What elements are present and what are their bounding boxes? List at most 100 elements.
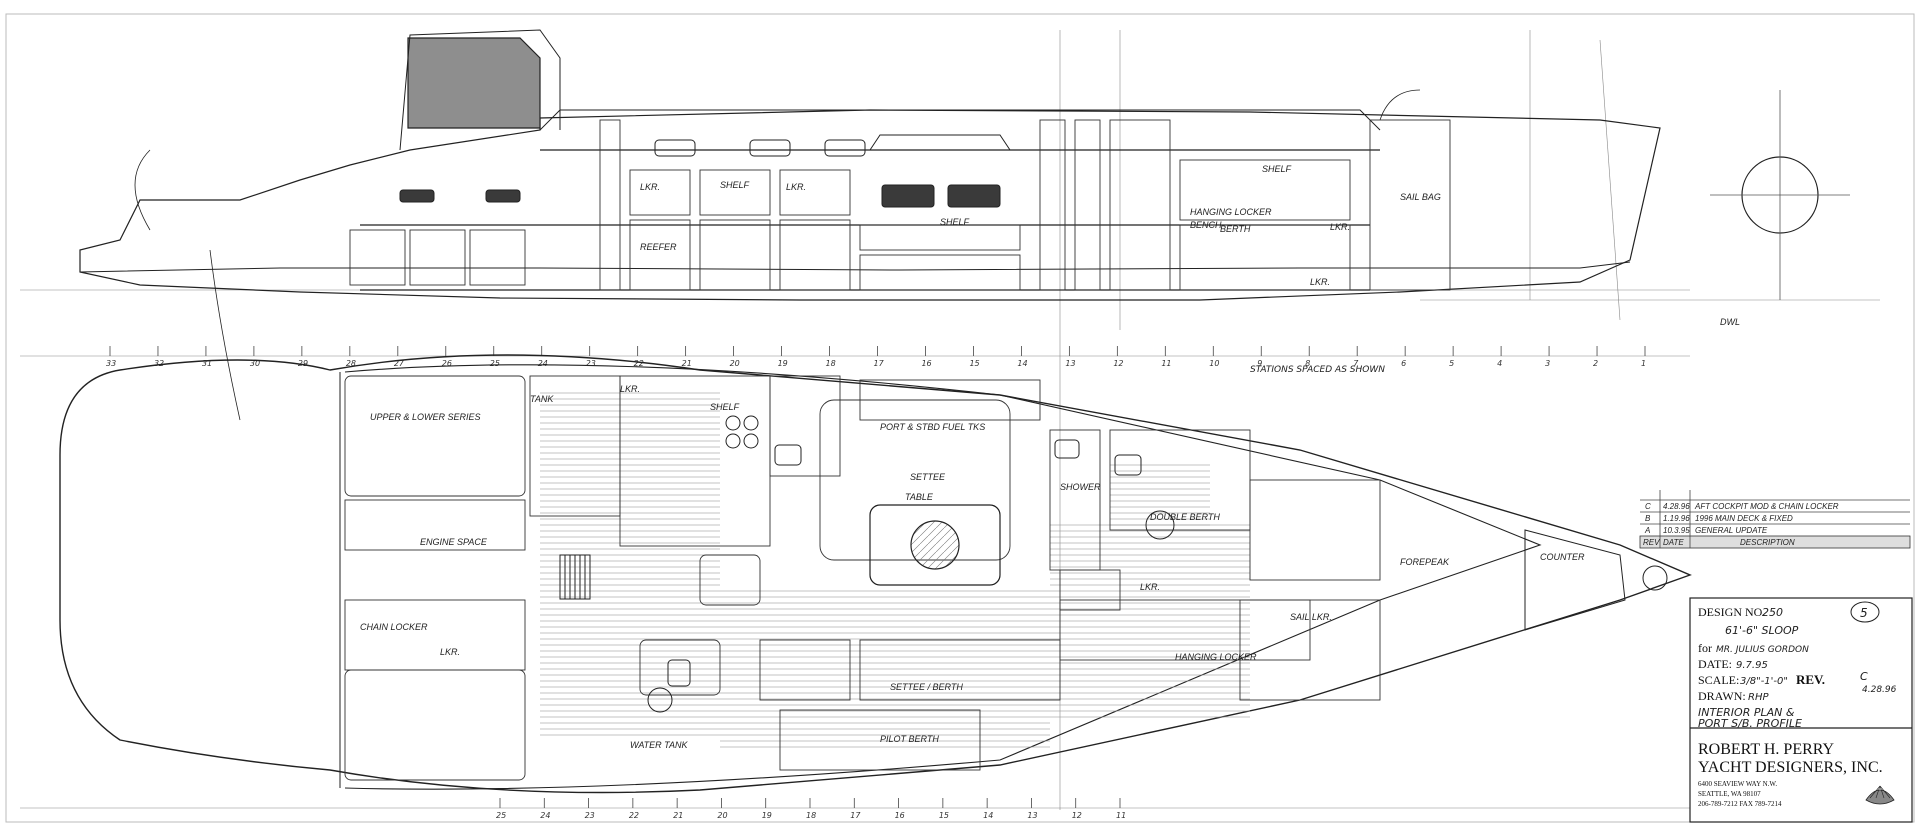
firm-address-2: SEATTLE, WA 98107 [1698, 790, 1761, 798]
client-value: MR. JULIUS GORDON [1716, 645, 1809, 655]
boat-type: 61'-6" SLOOP [1725, 624, 1799, 637]
plan-label-tank: TANK [530, 394, 554, 404]
station-bottom-label: 19 [762, 811, 772, 820]
station-top-label: 7 [1353, 359, 1359, 368]
plan-label-table: TABLE [905, 492, 934, 502]
plan-label-settee-berth: SETTEE / BERTH [890, 682, 963, 692]
plan-label-double-berth: DOUBLE BERTH [1150, 512, 1220, 522]
plan-label-shower: SHOWER [1060, 482, 1101, 492]
station-bottom-label: 15 [939, 811, 949, 820]
profile-label-shelf-fwd: SHELF [1262, 164, 1292, 174]
profile-label-reefer: REEFER [640, 242, 677, 252]
rev-row-b-desc: 1996 MAIN DECK & FIXED [1695, 514, 1793, 523]
profile-windows [399, 134, 1011, 208]
profile-label-berth: BERTH [1220, 224, 1251, 234]
title-block: 5 DESIGN NO. 250 61'-6" SLOOP for MR. JU… [1689, 597, 1913, 823]
plan-hull [59, 354, 1692, 794]
station-top-label: 6 [1401, 359, 1406, 368]
rev-header-description: DESCRIPTION [1740, 538, 1795, 547]
scale-label: SCALE: [1698, 673, 1739, 687]
rev-row-c-date: 4.28.96 [1663, 502, 1690, 511]
rev-row-b-rev: B [1645, 514, 1651, 523]
scale-value: 3/8"-1'-0" [1740, 676, 1788, 687]
station-bottom-label: 25 [496, 811, 506, 820]
station-top-label: 10 [1209, 359, 1219, 368]
profile-label-bench: BENCH [1190, 220, 1222, 230]
galley-stove [725, 415, 759, 449]
sheet-number-circle [1850, 601, 1880, 623]
plan-label-lkr-1: LKR. [620, 384, 640, 394]
station-top-label: 32 [154, 359, 164, 368]
profile-label-shelf-aft: SHELF [720, 180, 750, 190]
plan-label-forepeak: FOREPEAK [1400, 557, 1450, 567]
station-top-label: 22 [634, 359, 644, 368]
station-top-label: 1 [1641, 359, 1646, 368]
plan-label-chain: CHAIN LOCKER [360, 622, 428, 632]
station-top-label: 27 [394, 359, 405, 368]
plan-view [59, 354, 1692, 794]
plan-cabinetry [344, 375, 1381, 781]
station-bottom-label: 13 [1027, 811, 1037, 820]
plan-label-counter: COUNTER [1540, 552, 1585, 562]
station-top-label: 29 [298, 359, 308, 368]
drawing-description-2: PORT S/B. PROFILE [1698, 717, 1802, 730]
rev-row-a-date: 10.3.95 [1663, 526, 1690, 535]
firm-address-1: 6400 SEAVIEW WAY N.W. [1698, 780, 1777, 788]
station-top-label: 28 [346, 359, 356, 368]
station-top-label: 20 [730, 359, 740, 368]
forepeak-triangle [1524, 529, 1626, 631]
firm-phone: 206-789-7212 FAX 789-7214 [1698, 800, 1782, 808]
date-label: DATE: [1698, 657, 1732, 671]
station-bottom-label: 20 [717, 811, 727, 820]
rev-row-a-desc: GENERAL UPDATE [1695, 526, 1768, 535]
sheet-number: 5 [1860, 606, 1868, 620]
station-top-label: 31 [202, 359, 212, 368]
design-no-label: DESIGN NO. [1698, 605, 1765, 619]
plan-label-hanging: HANGING LOCKER [1175, 652, 1257, 662]
profile-furniture [349, 119, 1451, 291]
station-top-label: 16 [921, 359, 931, 368]
station-bottom-label: 22 [629, 811, 639, 820]
station-top-label: 15 [969, 359, 979, 368]
profile-label-lkr-4: LKR. [1310, 277, 1330, 287]
rev-row-c-desc: AFT COCKPIT MOD & CHAIN LOCKER [1694, 502, 1839, 511]
station-top-label: 21 [682, 359, 692, 368]
drawn-value: RHP [1748, 692, 1769, 703]
rev-header-rev: REV [1643, 538, 1660, 547]
plan-label-engine-space: ENGINE SPACE [420, 537, 488, 547]
sheet-border [5, 13, 1915, 823]
plan-sole [540, 390, 1250, 750]
profile-label-lkr-3: LKR. [1330, 222, 1350, 232]
design-no-value: 250 [1762, 606, 1783, 619]
frame-note: STATIONS SPACED AS SHOWN [1250, 365, 1385, 375]
station-top-label: 19 [778, 359, 788, 368]
drawn-label: DRAWN: [1698, 689, 1746, 703]
station-bottom-label: 12 [1072, 811, 1082, 820]
firm-name-1: ROBERT H. PERRY [1698, 741, 1835, 758]
station-bottom-label: 18 [806, 811, 816, 820]
plan-label-group: UPPER & LOWER SERIES ENGINE SPACE CHAIN … [360, 384, 1585, 750]
rev-date: 4.28.96 [1862, 685, 1897, 695]
sinks [647, 439, 1175, 713]
station-top-label: 14 [1017, 359, 1027, 368]
companionway-ladder [559, 554, 591, 600]
drawing-description-1: INTERIOR PLAN & [1698, 706, 1795, 719]
plan-label-pilot-berth: PILOT BERTH [880, 734, 939, 744]
plan-label-settee-upper: SETTEE [910, 472, 946, 482]
revision-table: C 4.28.96 AFT COCKPIT MOD & CHAIN LOCKER… [1639, 490, 1911, 549]
profile-label-sail-bag: SAIL BAG [1400, 192, 1441, 202]
profile-label-shelf-mid: SHELF [940, 217, 970, 227]
client-label: for [1698, 641, 1712, 655]
station-top-label: 23 [586, 359, 596, 368]
station-top-label: 30 [250, 359, 260, 368]
bow-eye [1642, 565, 1668, 591]
station-bottom-label: 17 [850, 811, 861, 820]
rev-row-c-rev: C [1645, 502, 1651, 511]
profile-label-hanging-locker: HANGING LOCKER [1190, 207, 1272, 217]
station-top-label: 4 [1497, 359, 1502, 368]
station-top-label: 17 [874, 359, 885, 368]
plan-label-water-tank: WATER TANK [630, 740, 688, 750]
profile-label-lkr-1: LKR. [640, 182, 660, 192]
